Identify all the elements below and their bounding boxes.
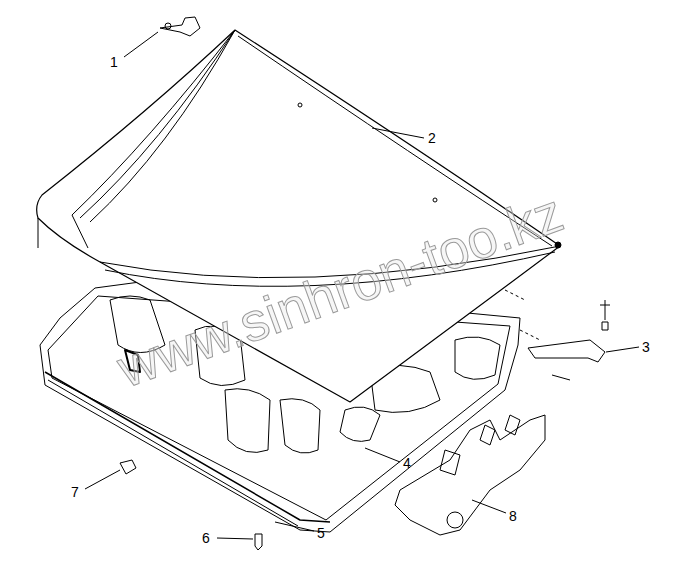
hood-hole	[433, 198, 437, 202]
hood-lock	[395, 415, 545, 535]
callout-number: 2	[428, 131, 436, 145]
callout-number: 4	[403, 456, 411, 470]
leader-line	[472, 500, 506, 513]
assembly-line	[505, 290, 540, 340]
callout-number: 8	[509, 509, 517, 523]
leader-line	[217, 538, 253, 539]
rubber-bumper	[120, 460, 136, 474]
leader-line	[275, 522, 314, 531]
front-seal-strip	[45, 372, 330, 522]
panel-cutout	[280, 399, 320, 453]
hood-edge	[38, 218, 39, 248]
leader-line	[606, 347, 639, 352]
leader-line	[85, 470, 120, 489]
callout-number: 3	[642, 340, 650, 354]
panel-cutout	[455, 337, 500, 379]
hood-hole	[555, 242, 561, 248]
hinge-bracket	[528, 340, 605, 362]
callout-number: 6	[202, 531, 210, 545]
panel-cutout	[340, 407, 380, 441]
lock-detail	[447, 512, 463, 528]
hood-hole	[298, 103, 302, 107]
panel-cutout	[225, 389, 270, 453]
bolt	[552, 375, 570, 380]
leader-line	[365, 448, 400, 462]
front-seal-strip-edge	[48, 380, 298, 526]
leader-line	[124, 32, 158, 57]
callout-number: 7	[71, 485, 79, 499]
hood-crease	[72, 30, 235, 248]
hood-crease	[90, 30, 235, 222]
bolt	[165, 23, 171, 29]
leader-line	[372, 128, 424, 138]
bolt	[600, 300, 610, 330]
callout-number: 1	[110, 55, 118, 69]
lock-detail	[440, 415, 520, 475]
callout-number: 5	[317, 526, 325, 540]
clip	[255, 534, 262, 550]
hood-crease	[80, 30, 235, 218]
hinge-bracket	[160, 17, 200, 36]
